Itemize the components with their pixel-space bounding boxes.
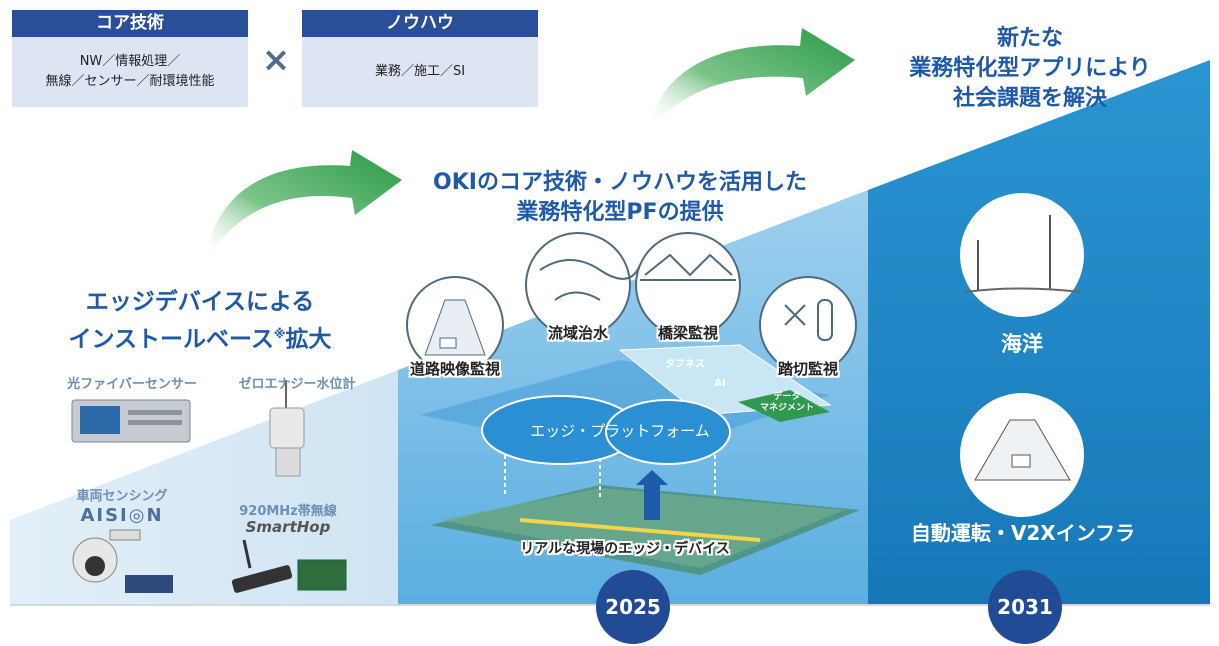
stage2-heading-line-1: OKIのコア技術・ノウハウを活用した: [433, 170, 807, 195]
real-edge-label: リアルな現場のエッジ・デバイス: [520, 541, 730, 557]
autonomous-roundel-image: [960, 393, 1084, 517]
stage3-heading: 新たな 業務特化型アプリにより 社会課題を解決: [870, 24, 1190, 114]
year-2031: 2031: [988, 570, 1062, 644]
water-level-meter-image: [269, 380, 305, 477]
growth-arrow-2: [650, 28, 855, 128]
core-tech-line-1: NW／情報処理／: [79, 54, 181, 69]
smarthop-logo: SmartHop: [245, 518, 331, 536]
camera-image: [72, 529, 173, 593]
edge-platform-label: エッジ・プラットフォーム: [530, 422, 710, 440]
ai-label: AI: [714, 378, 726, 389]
mhz-radio-label: 920MHz帯無線: [239, 504, 337, 519]
road-video-label: 道路映像監視: [409, 360, 500, 378]
stage3-heading-line-2: 業務特化型アプリにより: [909, 56, 1151, 81]
river-basin-roundel-image: [525, 232, 641, 338]
vehicle-sensing-label: 車両センシング: [76, 489, 168, 504]
autonomous-label: 自動運転・V2Xインフラ: [910, 521, 1136, 545]
knowhow-body: 業務／施工／SI: [302, 37, 538, 107]
year-2025: 2025: [596, 570, 670, 644]
stage3-heading-line-3: 社会課題を解決: [952, 86, 1107, 111]
core-tech-title: コア技術: [12, 10, 248, 37]
stage1-heading: エッジデバイスによる インストールベース※拡大: [10, 286, 390, 356]
railroad-crossing-label: 踏切監視: [777, 360, 838, 378]
railroad-crossing-roundel-image: [759, 276, 857, 374]
road-video-roundel-image: [406, 276, 504, 374]
edge-board-image: [430, 485, 860, 575]
zero-energy-label: ゼロエナジー水位計: [238, 377, 356, 392]
core-tech-line-2: 無線／センサー／耐環境性能: [45, 74, 215, 89]
river-basin-label: 流域治水: [547, 324, 608, 342]
stage2-heading-line-2: 業務特化型PFの提供: [516, 200, 724, 225]
stage1-heading-suffix: 拡大: [285, 326, 332, 353]
knowhow-line-1: 業務／施工／SI: [374, 64, 466, 79]
stage2-heading: OKIのコア技術・ノウハウを活用した 業務特化型PFの提供: [395, 168, 845, 228]
aision-logo: AISI◎N: [80, 505, 164, 526]
data-mgmt-line-1: データ: [773, 392, 801, 402]
stage1-heading-prefix: インストールベース: [68, 326, 274, 353]
fiber-sensor-device-image: [71, 399, 191, 443]
data-mgmt-label: データ マネジメント: [752, 392, 822, 414]
growth-arrow-1: [205, 150, 402, 262]
ocean-roundel-image: [960, 193, 1084, 317]
tafness-label: タフネス: [665, 359, 705, 370]
stage3-heading-line-1: 新たな: [996, 26, 1063, 51]
stage1-note-mark: ※: [273, 327, 286, 341]
data-mgmt-line-2: マネジメント: [759, 403, 814, 413]
ocean-label: 海洋: [1001, 332, 1043, 356]
bridge-label: 橋梁監視: [657, 324, 718, 342]
stage3-panel: [868, 60, 1210, 605]
stage1-heading-line-2: インストールベース※拡大: [10, 318, 390, 356]
stage1-heading-line-1: エッジデバイスによる: [85, 289, 315, 315]
knowhow-title: ノウハウ: [302, 10, 538, 37]
smarthop-device-image: [231, 539, 347, 593]
edge-platform-network: [481, 395, 731, 520]
times-symbol: ×: [261, 40, 291, 80]
bridge-roundel-image: [635, 232, 741, 338]
core-tech-body: NW／情報処理／ 無線／センサー／耐環境性能: [12, 37, 248, 107]
fiber-sensor-label: 光ファイバーセンサー: [67, 377, 197, 392]
